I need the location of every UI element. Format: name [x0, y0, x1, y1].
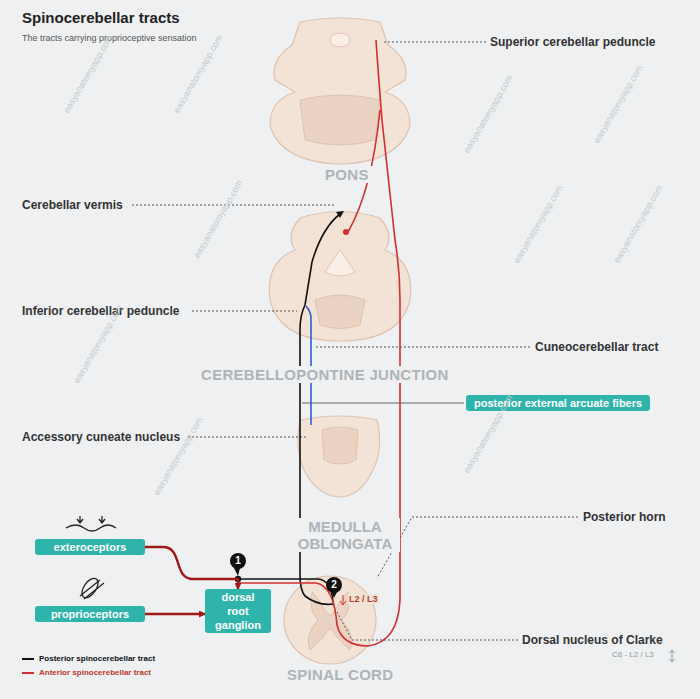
- legend-text: Anterior spinocerebellar tract: [39, 668, 151, 677]
- leader-lines: [132, 42, 578, 640]
- node-text: dorsal root ganglion: [213, 590, 263, 632]
- receptor-icons: [66, 516, 116, 600]
- node-text: proprioceptors: [43, 607, 137, 621]
- structure-label: Posterior horn: [583, 510, 666, 524]
- legend-text: Posterior spinocerebellar tract: [39, 654, 155, 663]
- legend-samples: [22, 659, 34, 673]
- level-range: C8 - L2 / L3: [612, 650, 654, 659]
- teal-label-box: exteroceptors: [35, 539, 145, 555]
- watermark: easyanatomyapp.com: [192, 178, 245, 259]
- anterior-spinocerebellar-tract: [238, 40, 400, 646]
- watermark: easyanatomyapp.com: [62, 33, 115, 114]
- structure-label: Cerebellar vermis: [22, 198, 123, 212]
- watermark: easyanatomyapp.com: [152, 415, 205, 496]
- structure-label: Inferior cerebellar peduncle: [22, 304, 179, 318]
- callout-number: 1: [230, 553, 246, 569]
- watermark: easyanatomyapp.com: [462, 73, 515, 154]
- watermark: easyanatomyapp.com: [592, 63, 645, 144]
- teal-label-box: proprioceptors: [35, 606, 145, 622]
- watermark: easyanatomyapp.com: [512, 183, 565, 264]
- region-name: SPINAL CORD: [284, 666, 396, 683]
- watermark: easyanatomyapp.com: [172, 33, 225, 114]
- level-label: L2 / L3: [348, 594, 379, 604]
- region-name: CEREBELLOPONTINE JUNCTION: [198, 366, 452, 383]
- watermark: easyanatomyapp.com: [612, 183, 665, 264]
- level-arrow: [669, 650, 675, 662]
- teal-label-box: dorsal root ganglion: [205, 589, 271, 633]
- brain-sections: [269, 18, 410, 664]
- callout-number: 2: [326, 577, 342, 593]
- structure-label: Cuneocerebellar tract: [535, 340, 658, 354]
- teal-label-box: posterior external arcuate fibers: [466, 395, 650, 411]
- structure-label: Accessory cuneate nucleus: [22, 430, 180, 444]
- nerve-connector: [145, 547, 238, 589]
- nerve-connector: [145, 613, 205, 615]
- diagram-title: Spinocerebellar tracts: [22, 9, 180, 26]
- section-details: [300, 33, 380, 650]
- structure-label: Superior cerebellar peduncle: [490, 35, 655, 49]
- node-text: exteroceptors: [43, 540, 137, 554]
- region-name: MEDULLA OBLONGATA: [290, 518, 400, 552]
- arcuate-leader: [302, 403, 464, 404]
- region-name: PONS: [322, 166, 372, 183]
- structure-label: Dorsal nucleus of Clarke: [522, 633, 663, 647]
